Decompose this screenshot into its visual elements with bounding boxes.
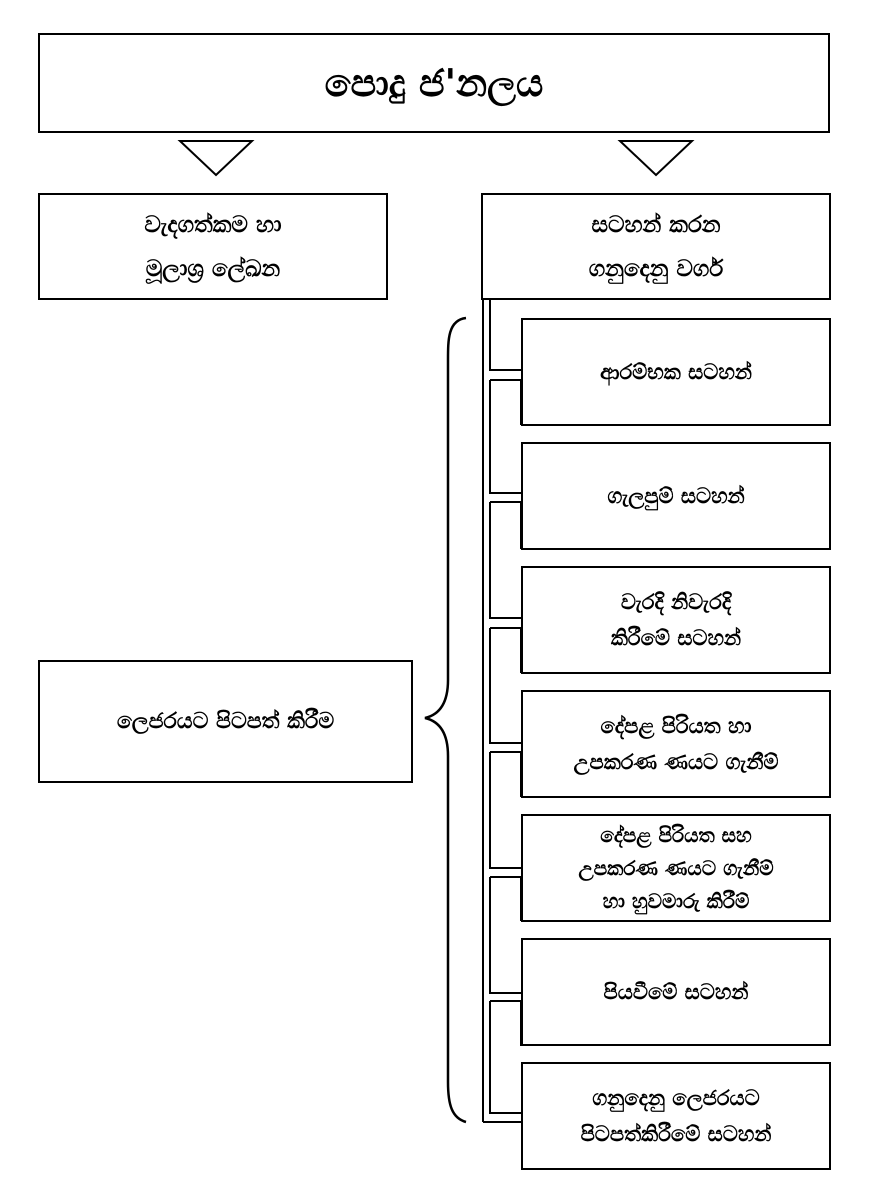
entry-type-error-correction: වැරදි නිවැරදි කිරීමේ සටහන් [521, 566, 831, 674]
entry-type-line: පිටපත්කිරීමේ සටහන් [580, 1122, 772, 1146]
entry-type-line: ගනුදෙනු ලෙජරයට [592, 1086, 760, 1110]
curly-brace [424, 316, 467, 1124]
entry-type-adjusting: ගැලපුම් සටහන් [521, 442, 831, 550]
entry-type-asset-credit-exchange: දේපළ පිරියත සහ උපකරණ ණයට ගැනීම් හා හුවමා… [521, 814, 831, 922]
step-connectors [489, 300, 522, 1114]
entry-type-line: හා හුවමාරු කිරීම් [602, 888, 750, 913]
entry-type-line: උපකරණ ණයට ගැනීම් [578, 855, 774, 880]
entry-types-line-1: සටහන් කරන [591, 211, 721, 238]
entry-type-line: ගැලපුම් සටහන් [607, 484, 745, 508]
right-arrow [617, 140, 695, 177]
entry-type-ledger-posting: ගනුදෙනු ලෙජරයට පිටපත්කිරීමේ සටහන් [521, 1062, 831, 1170]
entry-type-line: උපකරණ ණයට ගැනීම් [573, 750, 779, 774]
importance-line-1: වැදගත්කම හා [144, 211, 282, 238]
entry-types-line-2: ගනුදෙනු වර්ග [588, 255, 724, 282]
entry-type-opening: ආරම්භක සටහන් [521, 318, 831, 426]
entry-type-asset-credit-purchase: දේපළ පිරියත හා උපකරණ ණයට ගැනීම් [521, 690, 831, 798]
ledger-posting-box: ලෙජරයට පිටපත් කිරීම [38, 660, 413, 783]
entry-types-box: සටහන් කරන ගනුදෙනු වර්ග [481, 193, 831, 300]
title-box: පොදු ජ'නලය [38, 33, 830, 133]
entry-type-line: වැරදි නිවැරදි [620, 590, 732, 614]
entry-type-line: ආරම්භක සටහන් [600, 360, 752, 384]
entry-type-line: දේපළ පිරියත හා [600, 714, 752, 738]
entry-type-settlement: පියවීමේ සටහන් [521, 938, 831, 1046]
importance-box: වැදගත්කම හා මූලාශ්‍ර ලේඛන [38, 193, 388, 300]
ledger-posting-label: ලෙජරයට පිටපත් කිරීම [116, 709, 335, 734]
left-arrow [177, 140, 255, 177]
entry-type-line: දේපළ පිරියත සහ [600, 822, 752, 847]
importance-line-2: මූලාශ්‍ර ලේඛන [145, 255, 281, 282]
entry-type-line: කිරීමේ සටහන් [610, 626, 742, 650]
entry-type-line: පියවීමේ සටහන් [603, 980, 749, 1004]
diagram-title: පොදු ජ'නලය [324, 60, 544, 105]
